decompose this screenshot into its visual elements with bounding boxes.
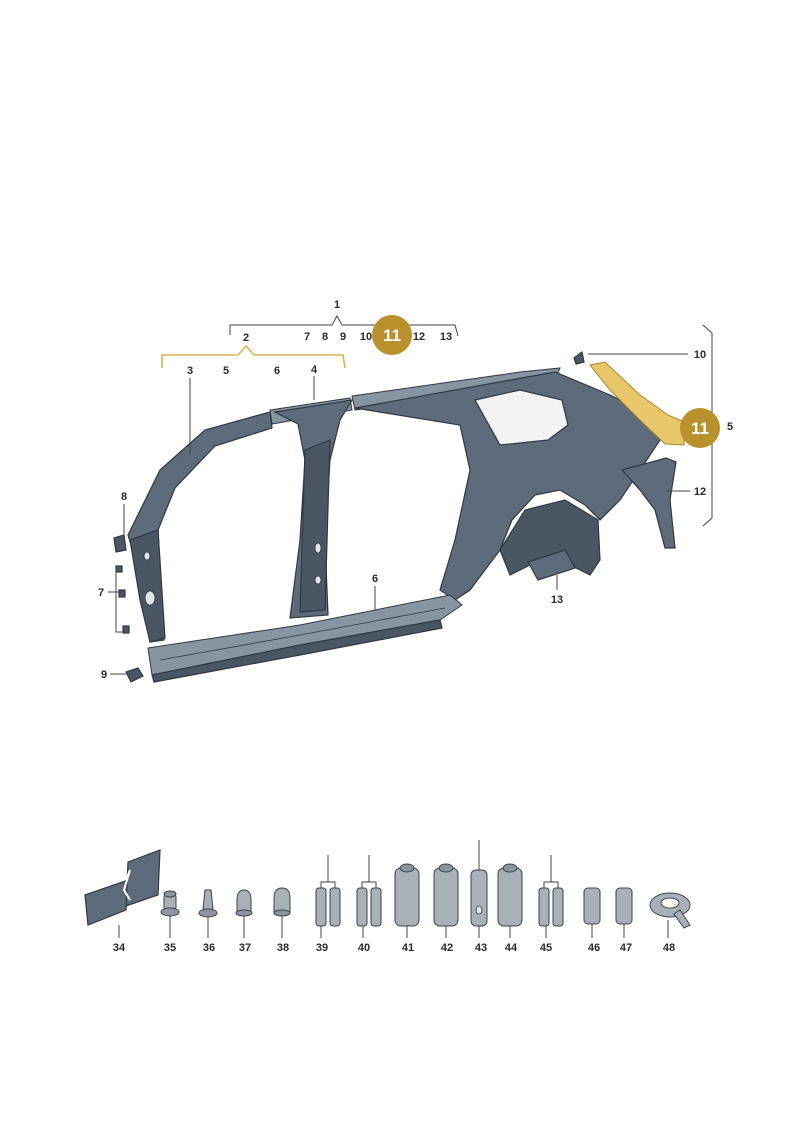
part-36-push-rivet (198, 889, 218, 918)
label-13-top: 13 (440, 331, 452, 343)
small-part-9 (125, 667, 144, 683)
clip-part-10 (573, 350, 585, 365)
label-35: 35 (164, 942, 176, 954)
small-parts-7 (115, 565, 130, 634)
side-panel-assembly (127, 367, 661, 683)
part-37-cap-nut (235, 889, 253, 917)
label-40: 40 (358, 942, 370, 954)
sill-underside (151, 619, 443, 683)
part-43-nozzle-cartridge (470, 840, 488, 927)
part-34-sheet (84, 849, 161, 926)
label-2: 2 (243, 332, 249, 344)
label-7: 7 (98, 587, 104, 599)
label-12-top: 12 (413, 331, 425, 343)
part-47-tin (615, 887, 633, 925)
label-42: 42 (441, 942, 453, 954)
part-40-twin-cartridge (356, 855, 382, 927)
part-35-clip (160, 890, 180, 917)
label-5-right: 5 (727, 421, 733, 433)
label-12: 12 (694, 486, 706, 498)
top-labels: 1 7 8 9 10 12 13 2 3 5 6 4 8 7 9 6 13 10… (98, 299, 733, 681)
small-part-8 (113, 534, 127, 553)
label-7-top: 7 (304, 331, 310, 343)
bracket-part-12 (620, 457, 677, 549)
callout-right: 11 (680, 408, 720, 448)
label-45: 45 (540, 942, 552, 954)
svg-text:11: 11 (691, 419, 709, 438)
label-10-top: 10 (360, 331, 372, 343)
label-8-top: 8 (322, 331, 328, 343)
label-10: 10 (694, 349, 706, 361)
part-39-twin-cartridge (315, 855, 341, 927)
label-46: 46 (588, 942, 600, 954)
part-41-cartridge (394, 863, 420, 927)
label-38: 38 (277, 942, 289, 954)
group-bracket-1 (229, 314, 459, 337)
label-43: 43 (475, 942, 487, 954)
label-9-top: 9 (340, 331, 346, 343)
label-41: 41 (402, 942, 414, 954)
label-9: 9 (101, 669, 107, 681)
part-46-tin (583, 887, 601, 925)
part-38-cap-nut (273, 887, 291, 917)
part-13-cover (527, 549, 576, 581)
label-44: 44 (505, 942, 518, 954)
leader-lines (108, 353, 690, 675)
label-39: 39 (316, 942, 328, 954)
part-44-cartridge (497, 863, 523, 927)
group-bracket-2 (161, 344, 346, 369)
label-5: 5 (223, 365, 229, 377)
label-8: 8 (121, 491, 127, 503)
label-36: 36 (203, 942, 215, 954)
bottom-leaders (118, 916, 669, 938)
label-1: 1 (334, 299, 340, 311)
svg-text:11: 11 (383, 326, 401, 345)
label-6: 6 (274, 365, 280, 377)
label-48: 48 (663, 942, 675, 954)
hinge-pillar (129, 529, 166, 643)
callout-top: 11 (372, 315, 412, 355)
bottom-labels: 34 35 36 37 38 39 40 41 42 43 44 45 46 4… (113, 942, 675, 954)
label-47: 47 (620, 942, 632, 954)
part-45-twin-cartridge (538, 855, 564, 927)
label-34: 34 (113, 942, 126, 954)
part-42-cartridge (433, 863, 459, 927)
label-4: 4 (311, 364, 318, 376)
label-6-sill: 6 (372, 573, 378, 585)
bottom-parts (84, 840, 691, 929)
part-48-tape-roll (649, 892, 691, 929)
label-13: 13 (551, 594, 563, 606)
label-3: 3 (187, 365, 193, 377)
label-37: 37 (239, 942, 251, 954)
quarter-window-opening (474, 389, 569, 446)
